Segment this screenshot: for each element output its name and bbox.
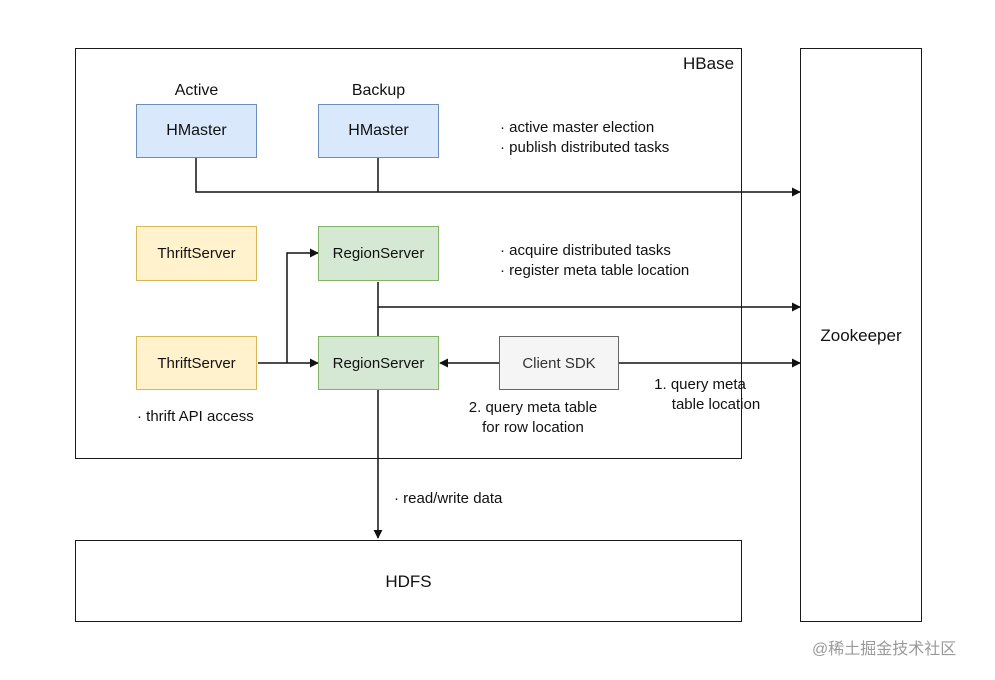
- thrift-server-bottom-label: ThriftServer: [157, 354, 236, 372]
- hbase-container: [75, 48, 742, 459]
- active-hmaster-node: HMaster: [136, 104, 257, 158]
- thrift-note: · thrift API access: [137, 408, 254, 425]
- master-note-election: · active master election: [500, 119, 655, 136]
- query-row-location-label-line1: 2. query meta table: [468, 399, 598, 416]
- thrift-to-regionserver-top-arrow: [286, 248, 319, 363]
- client-sdk-node: Client SDK: [499, 336, 619, 390]
- watermark-text: @稀土掘金技术社区: [812, 641, 957, 658]
- region-server-bottom-node: RegionServer: [318, 336, 439, 390]
- region-server-bottom-label: RegionServer: [332, 354, 425, 372]
- backup-hmaster-node: HMaster: [318, 104, 439, 158]
- master-note-publish: · publish distributed tasks: [500, 139, 670, 156]
- thrift-server-top-label: ThriftServer: [157, 245, 236, 262]
- region-server-top-node: RegionServer: [318, 226, 439, 281]
- thrift-server-bottom-node: ThriftServer: [136, 336, 257, 390]
- hdfs-label: HDFS: [385, 572, 432, 591]
- zookeeper-label: Zookeeper: [820, 326, 902, 345]
- thrift-server-top-node: ThriftServer: [136, 226, 257, 281]
- active-hmaster-label: HMaster: [166, 122, 227, 139]
- query-row-location-label-line2: for row location: [482, 419, 584, 436]
- read-write-label: · read/write data: [394, 490, 503, 507]
- backup-hmaster-label: HMaster: [348, 122, 409, 139]
- hdfs-container: [75, 540, 742, 622]
- query-meta-location-label-line1: 1. query meta: [654, 376, 746, 393]
- hmaster-to-zookeeper-arrow: [195, 158, 801, 197]
- backup-caption: Backup: [351, 82, 406, 99]
- hbase-label: HBase: [683, 54, 735, 73]
- client-sdk-label: Client SDK: [522, 354, 596, 372]
- region-note-acquire: · acquire distributed tasks: [500, 242, 671, 259]
- query-meta-location-label-line2: table location: [671, 396, 761, 413]
- zookeeper-container: [800, 48, 922, 622]
- region-server-top-label: RegionServer: [332, 245, 425, 262]
- region-note-register: · register meta table location: [500, 262, 690, 279]
- active-caption: Active: [174, 82, 219, 99]
